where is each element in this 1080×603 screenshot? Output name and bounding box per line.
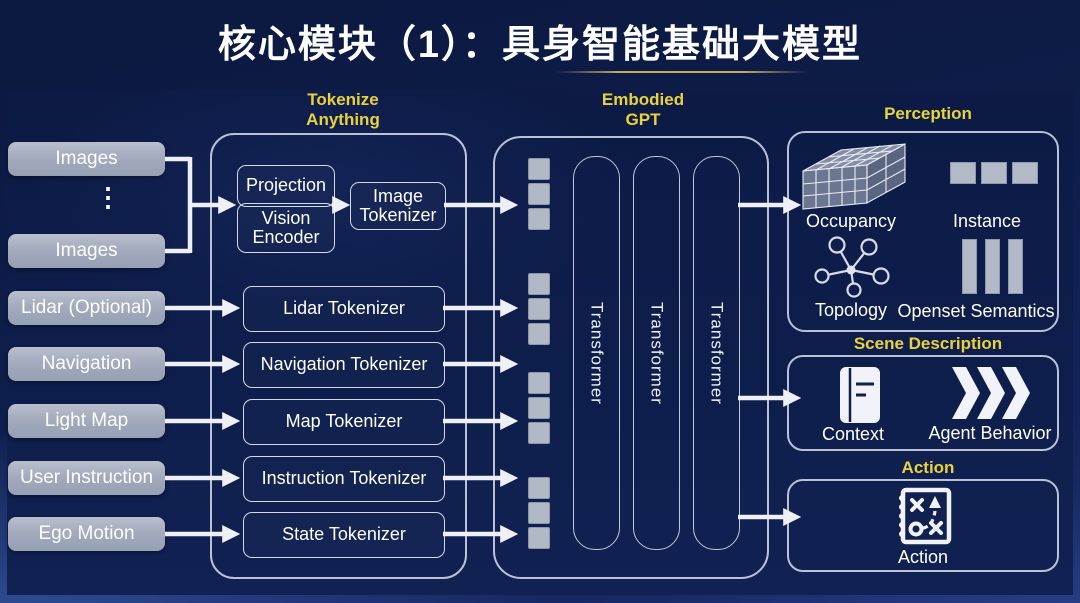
vertical-dots-icon: ⋮ bbox=[95, 182, 121, 212]
openset-bars-icon bbox=[985, 239, 1000, 294]
action-title: Action bbox=[901, 458, 955, 477]
token-square bbox=[528, 477, 550, 499]
lidar-tokenizer-box: Lidar Tokenizer bbox=[243, 286, 445, 332]
transformer-column-3: Transformer bbox=[693, 156, 740, 550]
token-square bbox=[528, 273, 550, 295]
instance-squares-icon bbox=[950, 162, 976, 184]
transformer-label: Transformer bbox=[647, 301, 667, 405]
transformer-label: Transformer bbox=[707, 301, 727, 405]
input-lidar: Lidar (Optional) bbox=[8, 291, 165, 325]
token-square bbox=[528, 158, 550, 180]
openset-bars-icon bbox=[1008, 239, 1023, 294]
vision-encoder-box: Vision Encoder bbox=[237, 203, 335, 253]
transformer-column-2: Transformer bbox=[633, 156, 680, 550]
token-square bbox=[528, 502, 550, 524]
perception-container bbox=[787, 131, 1059, 332]
occupancy-label: Occupancy bbox=[805, 211, 897, 231]
tokenize-anything-container bbox=[210, 133, 467, 579]
openset-bars-icon bbox=[962, 239, 977, 294]
action-strategy-icon bbox=[899, 487, 952, 545]
transformer-column-1: Transformer bbox=[573, 156, 620, 550]
state-tokenizer-box: State Tokenizer bbox=[243, 512, 445, 558]
topology-graph-icon bbox=[814, 236, 890, 298]
embodied-gpt-container bbox=[493, 136, 769, 579]
tokenize-anything-title: Tokenize Anything bbox=[306, 90, 380, 129]
input-light-map: Light Map bbox=[8, 404, 165, 438]
instance-label: Instance bbox=[952, 211, 1022, 231]
token-square bbox=[528, 208, 550, 230]
input-images-2: Images bbox=[8, 234, 165, 268]
input-user-instruction: User Instruction bbox=[8, 461, 165, 495]
transformer-label: Transformer bbox=[587, 301, 607, 405]
title-underline bbox=[556, 71, 808, 73]
input-images-1: Images bbox=[8, 142, 165, 176]
image-tokenizer-box: Image Tokenizer bbox=[350, 182, 446, 230]
embodied-gpt-title: Embodied GPT bbox=[601, 90, 685, 129]
token-square bbox=[528, 183, 550, 205]
token-square bbox=[528, 298, 550, 320]
agent-behavior-chevrons-icon bbox=[952, 367, 1030, 419]
action-label: Action bbox=[897, 547, 949, 567]
projection-box: Projection bbox=[237, 165, 335, 207]
perception-title: Perception bbox=[884, 104, 972, 123]
instance-squares-icon bbox=[981, 162, 1007, 184]
context-label: Context bbox=[821, 424, 885, 444]
token-square bbox=[528, 397, 550, 419]
input-ego-motion: Ego Motion bbox=[8, 517, 165, 551]
input-navigation: Navigation bbox=[8, 347, 165, 381]
topology-label: Topology bbox=[814, 300, 888, 320]
context-book-icon bbox=[840, 367, 880, 423]
token-square bbox=[528, 527, 550, 549]
agent-behavior-label: Agent Behavior bbox=[928, 423, 1052, 443]
openset-semantics-label: Openset Semantics bbox=[897, 301, 1055, 321]
occupancy-voxel-cube-icon bbox=[802, 143, 906, 210]
token-square bbox=[528, 323, 550, 345]
token-square bbox=[528, 372, 550, 394]
scene-description-title: Scene Description bbox=[853, 334, 1003, 353]
instruction-tokenizer-box: Instruction Tokenizer bbox=[243, 456, 445, 502]
navigation-tokenizer-box: Navigation Tokenizer bbox=[243, 342, 445, 388]
page-title: 核心模块（1）：具身智能基础大模型 bbox=[217, 24, 863, 66]
map-tokenizer-box: Map Tokenizer bbox=[243, 399, 445, 445]
token-square bbox=[528, 422, 550, 444]
instance-squares-icon bbox=[1012, 162, 1038, 184]
